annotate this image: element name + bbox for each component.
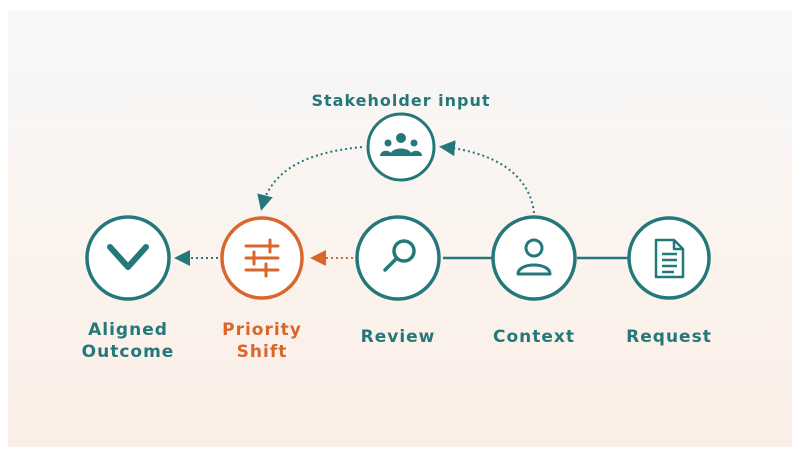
node-priority-shift: [220, 216, 304, 300]
document-icon: [654, 238, 685, 279]
node-label-priority-line2: Shift: [236, 342, 288, 362]
node-stakeholder: [366, 112, 436, 182]
check-icon: [107, 244, 149, 270]
node-label-review: Review: [360, 327, 436, 347]
sliders-icon: [244, 238, 280, 278]
node-aligned-outcome: [85, 215, 171, 301]
node-review: [355, 215, 441, 301]
node-context: [491, 215, 577, 301]
magnifier-icon: [383, 239, 416, 272]
node-label-aligned-line2: Outcome: [81, 342, 175, 362]
person-icon: [516, 238, 552, 276]
node-label-aligned-line1: Aligned: [88, 320, 168, 340]
arrow-context-to-stakeholder: [439, 140, 535, 214]
node-label-aligned-outcome: Aligned Outcome: [82, 319, 175, 363]
node-request: [627, 216, 711, 300]
arrow-stakeholder-to-priority: [257, 146, 363, 211]
node-label-priority-line1: Priority: [222, 320, 302, 340]
node-label-priority-shift: Priority Shift: [222, 319, 302, 363]
stakeholder-label: Stakeholder input: [311, 91, 491, 110]
node-label-context: Context: [492, 327, 576, 347]
group-icon: [380, 133, 422, 156]
node-label-request: Request: [626, 327, 712, 347]
